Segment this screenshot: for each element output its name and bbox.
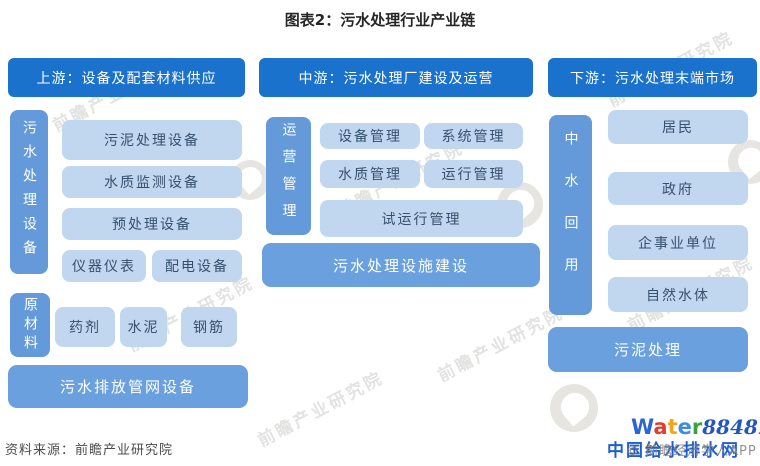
item-sewage-pipe-network-equipment: 污水排放管网设备 [8,365,248,408]
logo-letter: t [667,415,678,439]
chart-title: 图表2：污水处理行业产业链 [284,11,476,29]
category-bar-raw-materials: 原材料 [10,293,50,357]
item-system-management: 系统管理 [424,123,523,149]
header-midstream: 中游：污水处理厂建设及运营 [259,58,533,97]
qianzhan-app-watermark: © 前瞻经济学人APP [626,444,757,459]
logo-letter: r [691,415,703,439]
item-water-quality-management: 水质管理 [320,160,420,188]
item-instruments: 仪器仪表 [62,250,146,282]
header-downstream: 下游：污水处理末端市场 [548,58,757,97]
logo-domain-suffix: .com [758,427,760,437]
watermark-text: 前瞻产业研究院 [254,368,388,452]
qianzhan-logo-watermark [550,384,598,432]
item-sludge-treatment: 污泥处理 [548,327,748,372]
item-government: 政府 [608,172,748,205]
item-enterprises-institutions: 企事业单位 [608,225,748,260]
item-equipment-management: 设备管理 [320,123,420,149]
logo-letter: a [653,415,668,439]
item-steel-rebar: 钢筋 [181,307,237,347]
site-name-text: 中国给水排水网 [607,441,740,461]
item-residents: 居民 [608,110,748,144]
category-bar-water-reuse: 中水回用 [549,115,592,315]
water8848-logo: Water8848.com [631,415,760,439]
logo-letter: e [677,415,692,439]
item-water-quality-monitoring-equipment: 水质监测设备 [62,166,242,198]
item-cement: 水泥 [120,307,167,347]
item-pretreatment-equipment: 预处理设备 [62,208,242,240]
category-bar-treatment-equipment: 污水处理设备 [10,110,48,274]
item-natural-water-bodies: 自然水体 [608,277,748,312]
item-treatment-facility-construction: 污水处理设施建设 [262,243,540,287]
header-upstream: 上游：设备及配套材料供应 [8,58,245,97]
source-note: 资料来源：前瞻产业研究院 [5,443,174,458]
logo-number: 8848 [702,415,758,439]
logo-letter: W [631,415,654,439]
item-power-distribution-equipment: 配电设备 [152,250,242,282]
item-operation-management: 运行管理 [424,160,523,188]
item-sludge-treatment-equipment: 污泥处理设备 [62,120,242,160]
item-chemicals: 药剂 [55,307,115,347]
category-bar-operation-management: 运营管理 [266,117,311,235]
item-trial-run-management: 试运行管理 [320,200,523,237]
